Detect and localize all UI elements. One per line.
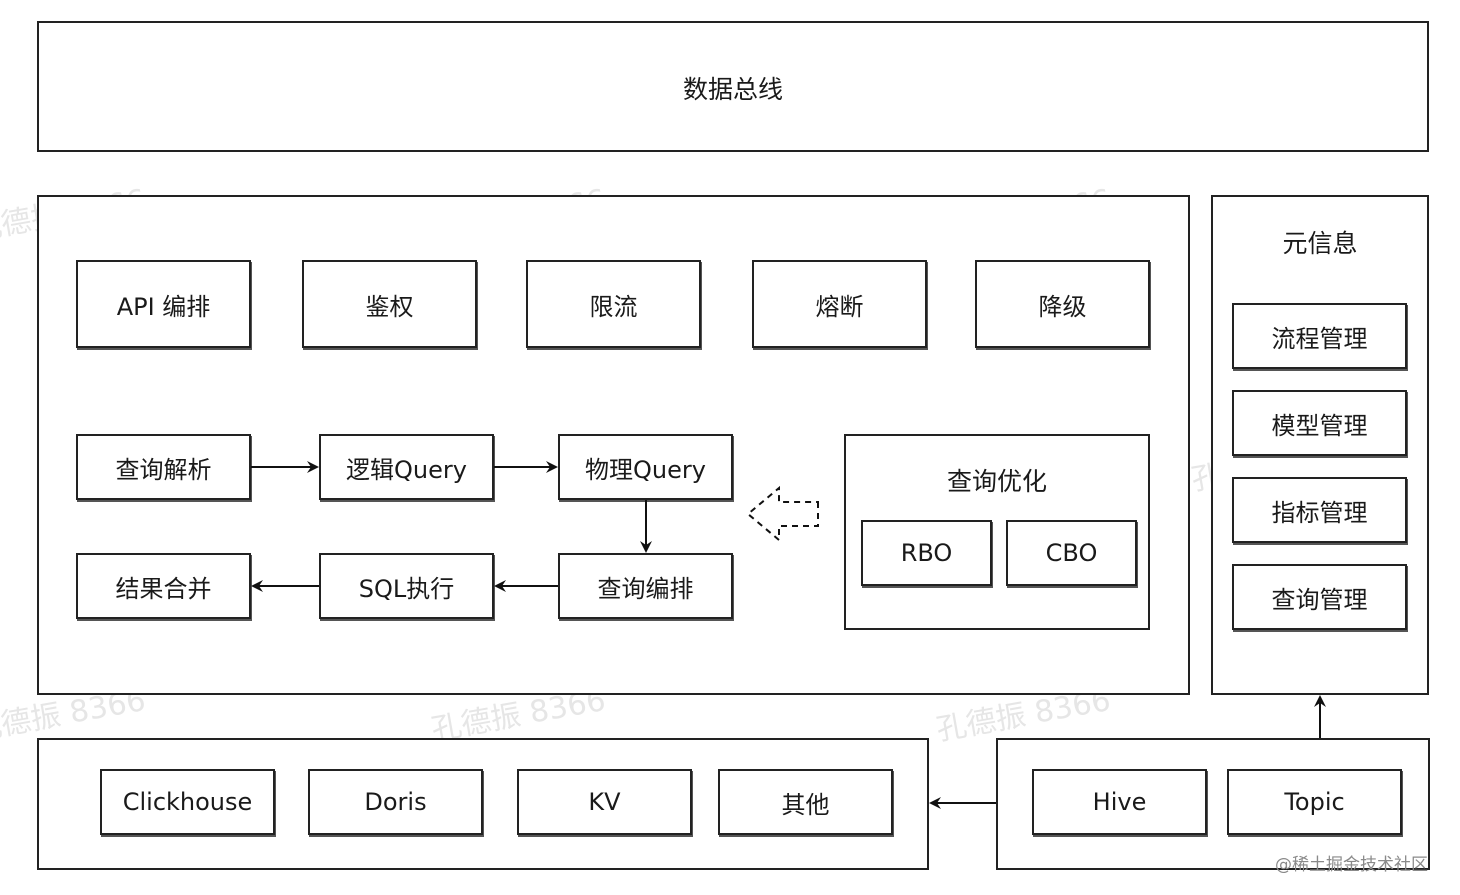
- circuit-breaker-node: 熔断: [752, 260, 927, 348]
- cbo-node: CBO: [1006, 520, 1137, 586]
- auth-node: 鉴权: [302, 260, 477, 348]
- clickhouse-node: Clickhouse: [100, 769, 275, 835]
- kv-node: KV: [517, 769, 692, 835]
- logical-query-node: 逻辑Query: [319, 434, 494, 500]
- query-management-node: 查询管理: [1232, 564, 1407, 630]
- model-management-node: 模型管理: [1232, 390, 1407, 456]
- data-bus-box: [37, 21, 1429, 152]
- sql-execution-node: SQL执行: [319, 553, 494, 619]
- topic-node: Topic: [1227, 769, 1402, 835]
- query-optimizer-title: 查询优化: [946, 467, 1047, 496]
- hive-node: Hive: [1032, 769, 1207, 835]
- rate-limit-node: 限流: [526, 260, 701, 348]
- query-parse-node: 查询解析: [76, 434, 251, 500]
- platform-credit: @稀土掘金技术社区: [1275, 855, 1428, 875]
- result-merge-node: 结果合并: [76, 553, 251, 619]
- metadata-title: 元信息: [1282, 229, 1358, 258]
- query-orchestration-node: 查询编排: [558, 553, 733, 619]
- metric-management-node: 指标管理: [1232, 477, 1407, 543]
- doris-node: Doris: [308, 769, 483, 835]
- data-bus-title: 数据总线: [682, 75, 783, 104]
- physical-query-node: 物理Query: [558, 434, 733, 500]
- degrade-node: 降级: [975, 260, 1150, 348]
- rbo-node: RBO: [861, 520, 992, 586]
- process-management-node: 流程管理: [1232, 303, 1407, 369]
- other-storage-node: 其他: [718, 769, 893, 835]
- api-orchestration-node: API 编排: [76, 260, 251, 348]
